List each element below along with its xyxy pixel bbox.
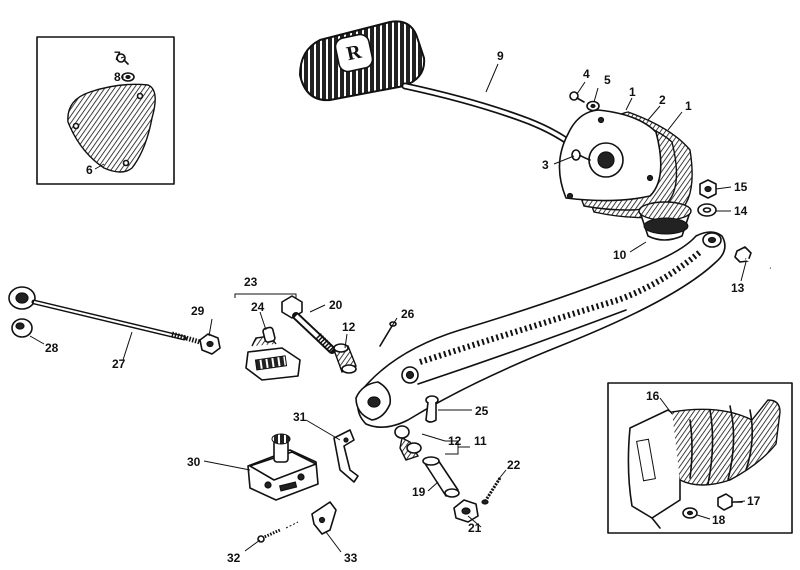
pedal-emblem-letter: R bbox=[345, 41, 364, 66]
callout-31: 31 bbox=[293, 410, 307, 424]
callout-4: 4 bbox=[583, 67, 590, 81]
seal-boss-bore bbox=[597, 151, 615, 169]
hole bbox=[122, 159, 130, 167]
callout-27: 27 bbox=[112, 357, 126, 371]
castle-nut-part-21 bbox=[453, 499, 479, 523]
inset-master-cylinder-boot bbox=[607, 382, 793, 534]
callout-30: 30 bbox=[187, 455, 201, 469]
callout-3: 3 bbox=[542, 158, 549, 172]
screw-part-32 bbox=[257, 521, 299, 543]
callout-28: 28 bbox=[45, 341, 59, 355]
callout-1: 1 bbox=[629, 85, 636, 99]
pedal-seal-assembly bbox=[558, 109, 693, 241]
callout-1: 1 bbox=[685, 99, 692, 113]
callout-5: 5 bbox=[604, 73, 611, 87]
callout-11: 11 bbox=[474, 434, 487, 448]
washer-part-5 bbox=[586, 100, 600, 112]
inset-frame bbox=[36, 36, 175, 185]
boot-flange bbox=[627, 409, 681, 519]
pushrod-assembly bbox=[8, 286, 221, 355]
pin-part-22 bbox=[481, 477, 502, 505]
callout-18: 18 bbox=[712, 513, 726, 527]
stop-bolt-part-24 bbox=[262, 326, 276, 343]
bush-part-28 bbox=[11, 318, 33, 338]
pedal-stem-part-9 bbox=[401, 82, 589, 159]
callout-24: 24 bbox=[251, 300, 265, 314]
callout-21: 21 bbox=[468, 521, 482, 535]
callout-9: 9 bbox=[497, 49, 504, 63]
callout-12: 12 bbox=[448, 434, 462, 448]
callout-22: 22 bbox=[507, 458, 521, 472]
callout-20: 20 bbox=[329, 298, 343, 312]
callout-labels: 1 1 2 3 4 5 6 7 8 9 10 11 12 12 13 14 15… bbox=[45, 49, 761, 565]
callout-14: 14 bbox=[734, 204, 748, 218]
clevis-pin-part-25 bbox=[425, 395, 439, 423]
nut-part-29 bbox=[199, 333, 221, 355]
hole bbox=[72, 122, 80, 130]
callout-6: 6 bbox=[86, 163, 93, 177]
sleeve-part-19 bbox=[422, 456, 460, 498]
bracket-part-31 bbox=[333, 429, 359, 483]
pedal-lever-arm bbox=[355, 231, 726, 428]
screw-part-4 bbox=[569, 91, 585, 103]
callout-7: 7 bbox=[114, 49, 121, 63]
callout-23: 23 bbox=[244, 275, 258, 289]
callout-10: 10 bbox=[613, 248, 627, 262]
callout-17: 17 bbox=[747, 494, 761, 508]
rubber-boot-part-16 bbox=[671, 399, 781, 486]
callout-26: 26 bbox=[401, 307, 415, 321]
hole bbox=[136, 92, 144, 100]
spacer-part-12-lower bbox=[394, 425, 422, 461]
callout-2: 2 bbox=[659, 93, 666, 107]
split-pin-part-26 bbox=[379, 321, 397, 347]
callout-12: 12 bbox=[342, 320, 356, 334]
stop-assembly-part-23 bbox=[234, 293, 301, 381]
callout-33: 33 bbox=[344, 551, 358, 565]
washer-part-14 bbox=[697, 203, 717, 217]
boss-part-10 bbox=[638, 201, 692, 241]
callout-25: 25 bbox=[475, 404, 489, 418]
inset-frame-2 bbox=[607, 382, 793, 534]
inset-cover-plate bbox=[36, 36, 175, 185]
stop-light-switch-part-30 bbox=[247, 433, 319, 501]
cover-plate-part-6 bbox=[67, 83, 156, 173]
pivot-bolt-part-20 bbox=[281, 295, 336, 354]
callout-32: 32 bbox=[227, 551, 241, 565]
brake-pedal-pad: R bbox=[298, 20, 589, 159]
clip-part-33 bbox=[311, 501, 337, 535]
pedal-emblem-badge bbox=[334, 33, 374, 73]
leader-lines bbox=[29, 56, 747, 553]
nut-part-15 bbox=[699, 179, 717, 199]
washer-part-18 bbox=[682, 507, 698, 519]
spacer-part-12-upper bbox=[333, 343, 357, 374]
callout-16: 16 bbox=[646, 389, 660, 403]
callout-19: 19 bbox=[412, 485, 426, 499]
callout-15: 15 bbox=[734, 180, 748, 194]
callout-13: 13 bbox=[731, 281, 745, 295]
callout-29: 29 bbox=[191, 304, 205, 318]
callout-8: 8 bbox=[114, 70, 121, 84]
bolt-part-13 bbox=[734, 246, 771, 270]
